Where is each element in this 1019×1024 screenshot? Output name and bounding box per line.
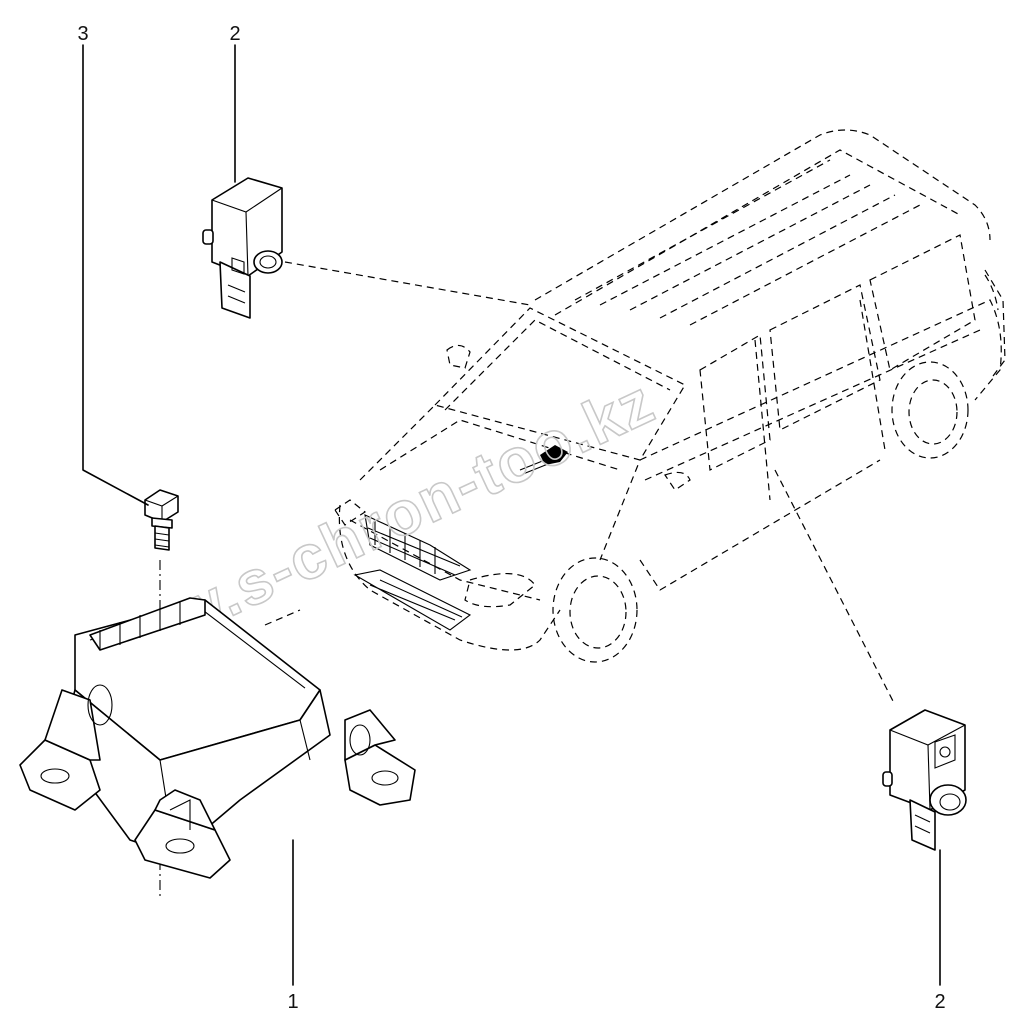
airbag-control-unit: [19, 597, 416, 879]
callout-1: 1: [287, 991, 298, 1013]
callout-2-bottom: 2: [934, 991, 945, 1013]
callout-2-top: 2: [229, 23, 240, 45]
leader-lines: [82, 44, 941, 986]
mounting-bolt: [144, 489, 179, 551]
vehicle-outline: [334, 129, 1006, 663]
callout-3: 3: [77, 23, 88, 45]
impact-sensor-bottom: [882, 709, 967, 851]
impact-sensor-top: [202, 177, 283, 319]
callout-labels: 3 2 1 2: [77, 23, 945, 1013]
